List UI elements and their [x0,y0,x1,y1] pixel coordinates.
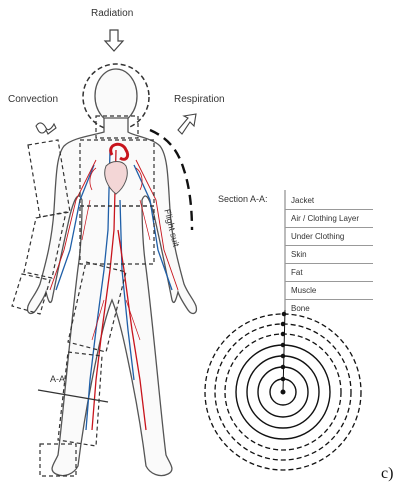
section-leader [281,310,286,394]
panel-letter: c) [381,465,393,483]
layer-row: Under Clothing [285,228,373,246]
layer-row: Air / Clothing Layer [285,210,373,228]
convection-wavy-arrow-icon [36,123,56,134]
radiation-label: Radiation [91,8,133,19]
layer-row: Muscle [285,282,373,300]
convection-label: Convection [8,94,58,105]
layer-row: Fat [285,264,373,282]
section-marker-label: A-A [50,374,65,384]
layer-row: Bone [285,300,373,318]
respiration-diagonal-arrow-icon [178,114,196,134]
layer-row: Skin [285,246,373,264]
layer-row: Jacket [285,192,373,210]
radiation-arrow-icon [105,30,123,51]
section-title: Section A-A: [218,194,268,204]
respiration-label: Respiration [174,94,225,105]
